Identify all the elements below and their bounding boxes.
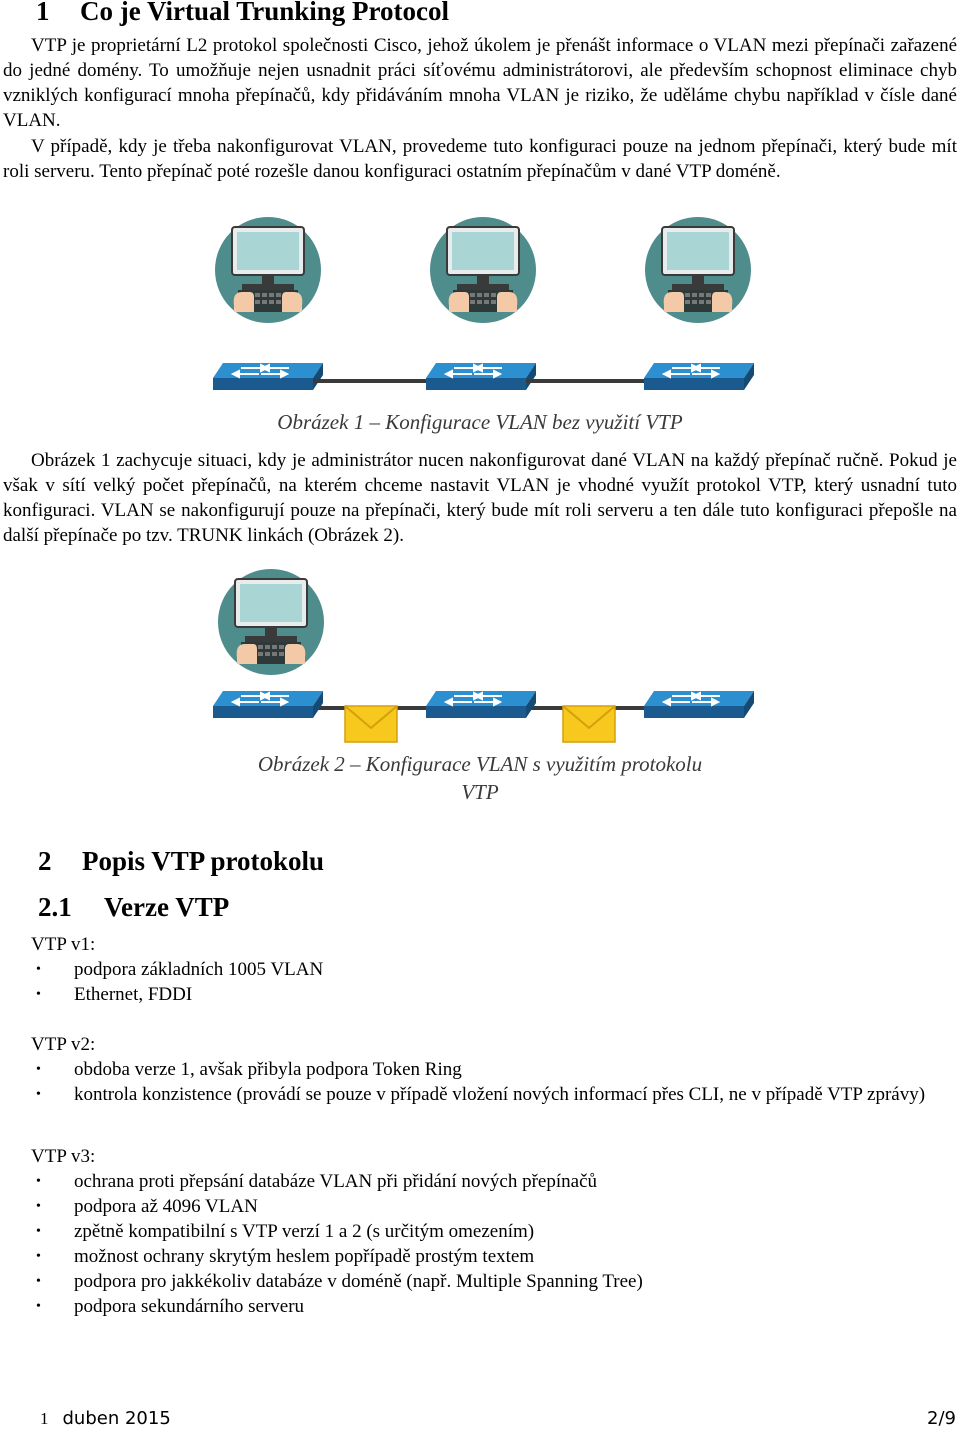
link-line <box>526 379 644 383</box>
list-item: •podpora pro jakkékoliv databáze v domén… <box>36 1271 643 1292</box>
list-item: •ochrana proti přepsání databáze VLAN př… <box>36 1171 598 1192</box>
admin-workstation-icon <box>214 216 322 324</box>
list-item: •kontrola konzistence (provádí se pouze … <box>36 1084 926 1105</box>
network-switch-icon <box>212 362 324 391</box>
bullet-icon: • <box>36 1249 41 1264</box>
admin-workstation-icon <box>429 216 537 324</box>
network-switch-icon <box>425 362 537 391</box>
version-label: VTP v3: <box>31 1146 96 1167</box>
envelope-icon <box>562 705 616 743</box>
version-label: VTP v2: <box>31 1034 96 1055</box>
figure-1-caption: Obrázek 1 – Konfigurace VLAN bez využití… <box>277 410 683 434</box>
footer-date-text: duben 2015 <box>62 1408 171 1429</box>
admin-workstation-icon <box>217 568 325 676</box>
bullet-icon: • <box>36 987 41 1002</box>
footer-date: 1 duben 2015 <box>40 1408 171 1430</box>
figure-2-caption-line-1: Obrázek 2 – Konfigurace VLAN s využitím … <box>257 752 703 776</box>
paragraph-figure-1-description: Obrázek 1 zachycuje situaci, kdy je admi… <box>3 450 957 546</box>
figure-2 <box>212 568 755 743</box>
version-1-list: •podpora základních 1005 VLAN •Ethernet,… <box>0 957 940 1007</box>
version-label: VTP v1: <box>31 934 96 955</box>
list-item: •obdoba verze 1, avšak přibyla podpora T… <box>36 1059 462 1080</box>
subsection-number: 2.1 <box>38 892 72 922</box>
version-2-list: •obdoba verze 1, avšak přibyla podpora T… <box>0 1057 940 1107</box>
link-line <box>313 379 426 383</box>
version-3-list: •ochrana proti přepsání databáze VLAN př… <box>0 1169 940 1319</box>
bullet-icon: • <box>36 962 41 977</box>
footer-number: 1 <box>40 1409 49 1428</box>
section-title: Popis VTP protokolu <box>82 846 325 876</box>
figure-2-caption: Obrázek 2 – Konfigurace VLAN s využitím … <box>0 750 960 806</box>
bullet-icon: • <box>36 1299 41 1314</box>
admin-workstation-icon <box>644 216 752 324</box>
network-switch-icon <box>643 690 755 719</box>
page-number: 2/9 <box>927 1408 956 1429</box>
bullet-icon: • <box>36 1174 41 1189</box>
list-item: •zpětně kompatibilní s VTP verzí 1 a 2 (… <box>36 1221 535 1242</box>
envelope-icon <box>344 705 398 743</box>
network-switch-icon <box>643 362 755 391</box>
network-switch-icon <box>425 690 537 719</box>
list-item: •podpora až 4096 VLAN <box>36 1196 258 1217</box>
paragraph-server: V případě, kdy je třeba nakonfigurovat V… <box>3 136 957 182</box>
list-item: •možnost ochrany skrytým heslem popřípad… <box>36 1246 535 1267</box>
section-1-heading: 1 Co je Virtual Trunking Protocol <box>36 0 449 27</box>
list-item: •podpora sekundárního serveru <box>36 1296 305 1317</box>
section-number: 2 <box>38 846 52 876</box>
network-switch-icon <box>212 690 324 719</box>
list-item: •Ethernet, FDDI <box>36 984 193 1005</box>
section-2-heading: 2 Popis VTP protokolu <box>38 846 324 877</box>
subsection-title: Verze VTP <box>104 892 230 922</box>
figure-1 <box>212 216 755 391</box>
bullet-icon: • <box>36 1224 41 1239</box>
bullet-icon: • <box>36 1087 41 1102</box>
bullet-icon: • <box>36 1062 41 1077</box>
section-number: 1 <box>36 0 50 26</box>
subsection-2-1-heading: 2.1 Verze VTP <box>38 892 229 923</box>
bullet-icon: • <box>36 1199 41 1214</box>
paragraph-intro: VTP je proprietární L2 protokol společno… <box>3 35 957 131</box>
bullet-icon: • <box>36 1274 41 1289</box>
list-item: •podpora základních 1005 VLAN <box>36 959 324 980</box>
figure-2-caption-line-2: VTP <box>461 780 499 804</box>
section-title: Co je Virtual Trunking Protocol <box>80 0 450 26</box>
